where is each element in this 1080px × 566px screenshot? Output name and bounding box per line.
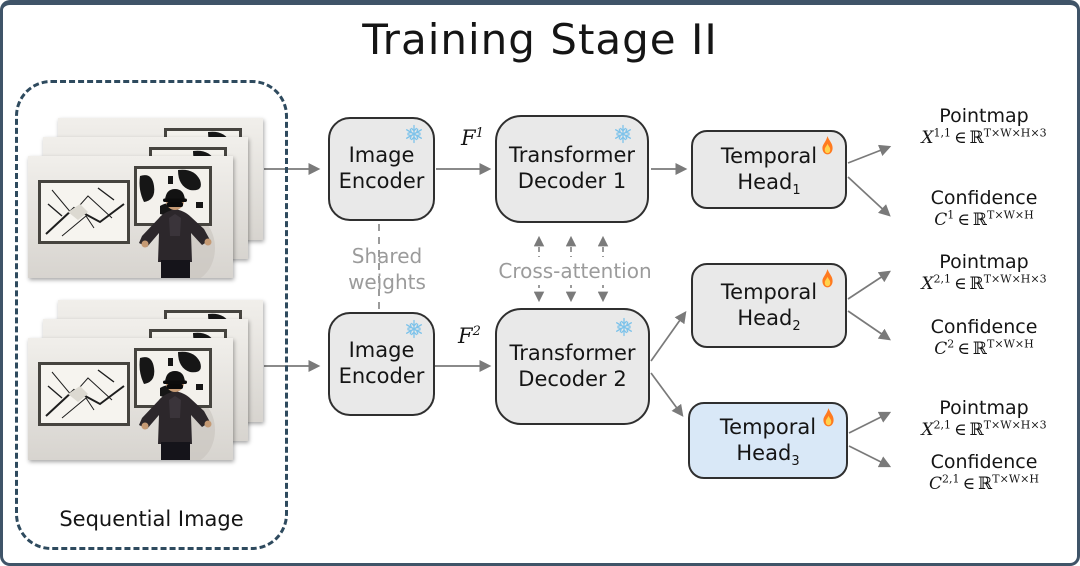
flame-icon xyxy=(820,407,837,428)
pointmap-formula-1: X1,1∈ℝT×W×H×3 xyxy=(921,126,1047,148)
sequential-image-label: Sequential Image xyxy=(59,507,244,531)
confidence-formula-1: C1∈ℝT×W×H xyxy=(934,208,1034,230)
snowflake-icon xyxy=(404,124,424,144)
figure-title: Training Stage II xyxy=(362,15,718,64)
confidence-output-2: Confidence C2∈ℝT×W×H xyxy=(893,316,1075,359)
confidence-formula-3: C2,1∈ℝT×W×H xyxy=(929,472,1039,494)
shared-weights-label: Shared weights xyxy=(348,244,426,294)
snowflake-icon xyxy=(404,319,424,339)
pointmap-output-3: Pointmap X2,1∈ℝT×W×H×3 xyxy=(893,397,1075,440)
cross-attention-label: Cross-attention xyxy=(485,257,665,285)
sequential-image-panel: Sequential Image xyxy=(15,80,288,550)
image-encoder-1: Image Encoder xyxy=(328,117,435,221)
pointmap-formula-3: X2,1∈ℝT×W×H×3 xyxy=(921,418,1047,440)
confidence-formula-2: C2∈ℝT×W×H xyxy=(934,337,1034,359)
pointmap-formula-2: X2,1∈ℝT×W×H×3 xyxy=(921,272,1047,294)
confidence-output-3: Confidence C2,1∈ℝT×W×H xyxy=(893,451,1075,494)
snowflake-icon xyxy=(614,317,634,337)
image-encoder-2: Image Encoder xyxy=(328,312,435,416)
flame-icon xyxy=(819,135,836,156)
confidence-output-1: Confidence C1∈ℝT×W×H xyxy=(893,187,1075,230)
sequential-photo xyxy=(28,338,233,460)
pointmap-output-1: Pointmap X1,1∈ℝT×W×H×3 xyxy=(893,105,1075,148)
sequential-photo xyxy=(28,156,233,278)
pointmap-output-2: Pointmap X2,1∈ℝT×W×H×3 xyxy=(893,251,1075,294)
transformer-decoder-1: Transformer Decoder 1 xyxy=(495,115,649,223)
temporal-head-2: Temporal Head2 xyxy=(691,263,847,348)
feature-label-f1: F1 xyxy=(461,126,484,150)
transformer-decoder-2: Transformer Decoder 2 xyxy=(495,308,650,425)
temporal-head-3: Temporal Head3 xyxy=(688,402,848,479)
snowflake-icon xyxy=(613,124,633,144)
feature-label-f2: F2 xyxy=(458,324,481,348)
flame-icon xyxy=(819,268,836,289)
temporal-head-1: Temporal Head1 xyxy=(691,130,847,209)
